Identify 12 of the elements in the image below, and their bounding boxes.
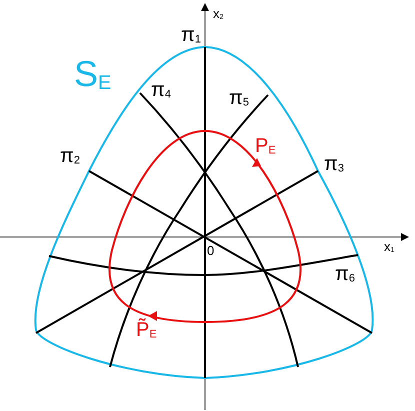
line-label: π$_{4}$ <box>151 80 171 101</box>
line-label: π$_{3}$ <box>324 154 344 175</box>
line-label: π$_{6}$ <box>335 264 355 285</box>
line-label: π$_{5}$ <box>229 88 249 109</box>
axis-label: x$_{1}$ <box>384 240 394 254</box>
origin-label: 0 <box>207 244 214 257</box>
axis-label: x$_{2}$ <box>213 7 224 22</box>
curve-label: S$_{E}$ <box>74 56 112 94</box>
line-label: π$_{2}$ <box>60 146 80 167</box>
curve-label: P̃$_{E}$ <box>136 320 157 341</box>
line-label: π$_{1}$ <box>181 25 201 46</box>
curve-label: P$_{E}$ <box>255 136 276 157</box>
